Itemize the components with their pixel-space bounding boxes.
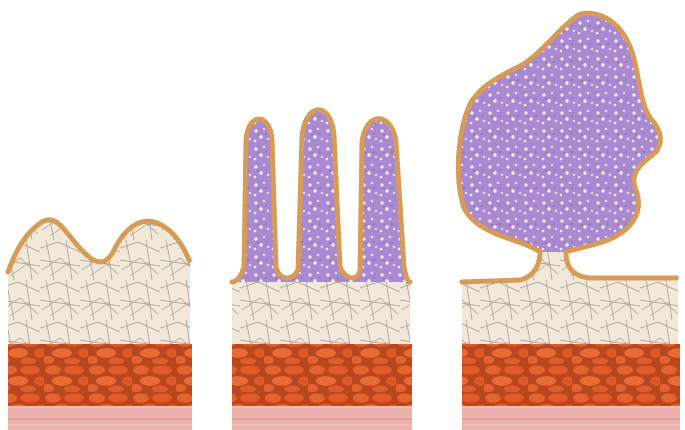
panel-3 — [458, 13, 680, 430]
panel-2-projections-core — [232, 110, 410, 282]
panel-2-connective-tissue — [232, 282, 410, 345]
panel-1-base-layer — [8, 406, 192, 430]
panel-2 — [232, 110, 412, 430]
panel-1 — [8, 220, 192, 430]
panel-2-muscle-layer — [232, 344, 412, 408]
panel-2-base-layer — [232, 406, 412, 430]
panel-3-muscle-layer — [462, 344, 680, 408]
panel-1-connective-tissue — [8, 220, 190, 345]
panel-1-muscle-layer — [8, 344, 192, 408]
panel-3-base-layer — [462, 406, 680, 430]
